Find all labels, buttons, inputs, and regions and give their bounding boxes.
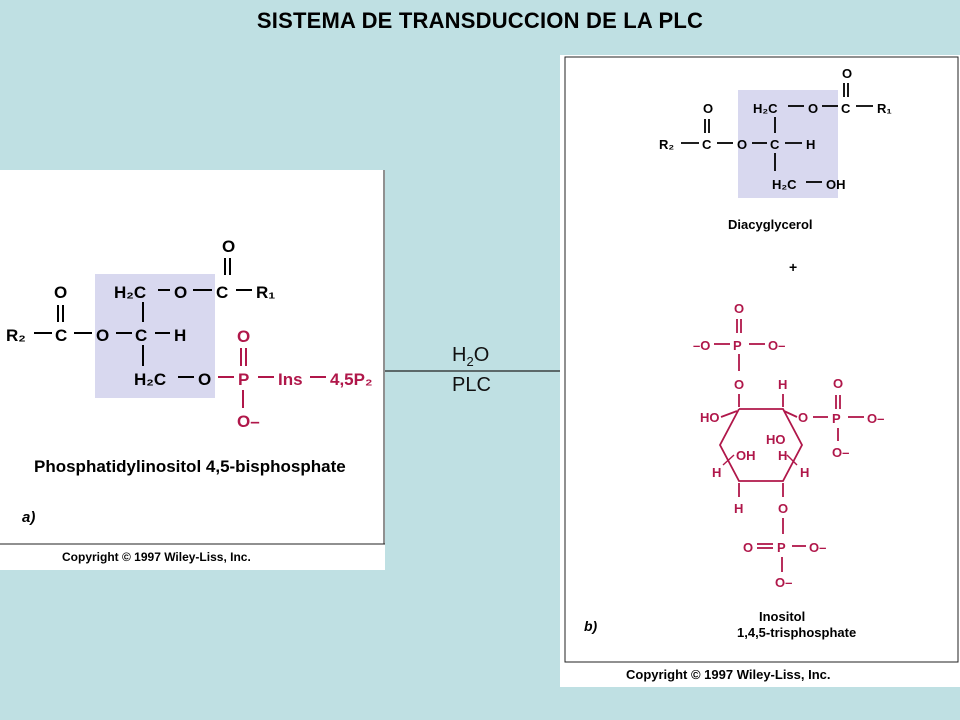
plus-sign: + xyxy=(789,259,797,275)
atom-h: H xyxy=(800,465,809,480)
atom-c: C xyxy=(702,137,712,152)
atom-o: O xyxy=(734,377,744,392)
bond-line xyxy=(722,454,735,466)
atom-o-minus: O– xyxy=(775,575,792,590)
atom-o-minus: O– xyxy=(809,540,826,555)
atom-o: O xyxy=(743,540,753,555)
compound-name-ip3-line1: Inositol xyxy=(759,609,805,624)
bond-line xyxy=(786,454,798,466)
reagent-h: H xyxy=(452,344,467,366)
atom-p: P xyxy=(733,338,742,353)
atom-h: H xyxy=(734,501,743,516)
atom-oh: OH xyxy=(826,177,846,192)
atom-r1: R₁ xyxy=(256,283,275,302)
atom-h: H xyxy=(174,326,186,345)
atom-o: O xyxy=(96,326,109,345)
atom-o: O xyxy=(198,370,211,389)
reagent-o: O xyxy=(473,344,490,366)
atom-ho: HO xyxy=(766,432,786,447)
atom-h: H xyxy=(778,377,787,392)
shape xyxy=(718,408,804,482)
atom-p: P xyxy=(238,370,249,389)
atom-o: O xyxy=(174,283,187,302)
shape xyxy=(564,56,959,663)
copyright-b: Copyright © 1997 Wiley-Liss, Inc. xyxy=(626,667,831,682)
atom-h2c: H₂C xyxy=(772,177,797,192)
atom-h: H xyxy=(806,137,815,152)
enzyme-label: PLC xyxy=(452,374,491,396)
atom-h2c: H₂C xyxy=(753,101,778,116)
compound-name-dag: Diacyglycerol xyxy=(728,217,813,232)
atom-o: O xyxy=(778,501,788,516)
atom-o: O xyxy=(842,66,852,81)
panel-a-label: a) xyxy=(22,509,35,526)
compound-name-ip3-line2: 1,4,5-trisphosphate xyxy=(737,625,856,640)
atom-c: C xyxy=(216,283,228,302)
atom-o-minus: O– xyxy=(237,412,260,431)
atom-ins: Ins xyxy=(278,370,303,389)
atom-c: C xyxy=(55,326,67,345)
atom-h: H xyxy=(712,465,721,480)
glycerol-highlight xyxy=(738,90,838,198)
atom-c: C xyxy=(770,137,780,152)
ip3-structure: O –O P O– O H HO O P O O– xyxy=(693,301,884,590)
atom-o: O xyxy=(222,237,235,256)
atom-o: O xyxy=(734,301,744,316)
pip2-structure: O H₂C O C R₁ O R₂ C O C H H₂C O O xyxy=(0,170,385,545)
panel-b-label: b) xyxy=(584,618,598,634)
atom-h2c: H₂C xyxy=(114,283,146,302)
reaction-reagent: H2O xyxy=(452,344,489,369)
atom-o: O xyxy=(798,410,808,425)
atom-r2: R₂ xyxy=(659,137,674,152)
atom-ho: HO xyxy=(700,410,720,425)
panel-a-pip2: O H₂C O C R₁ O R₂ C O C H H₂C O O xyxy=(0,170,385,570)
atom-o: O xyxy=(808,101,818,116)
atom-h: H xyxy=(778,448,787,463)
atom-o-minus: O– xyxy=(867,411,884,426)
atom-45p2: 4,5P₂ xyxy=(330,370,373,389)
atom-o-minus: O– xyxy=(768,338,785,353)
atom-o-minus: –O xyxy=(693,338,710,353)
atom-r1: R₁ xyxy=(877,101,892,116)
glycerol-highlight xyxy=(95,274,215,398)
atom-p: P xyxy=(777,540,786,555)
copyright-a: Copyright © 1997 Wiley-Liss, Inc. xyxy=(62,550,251,564)
products-structure: O H₂C O C R₁ O R₂ C O C H H₂C OH Diacygl… xyxy=(564,56,959,663)
compound-name-pip2: Phosphatidylinositol 4,5-bisphosphate xyxy=(34,457,346,476)
atom-o: O xyxy=(703,101,713,116)
atom-o-minus: O– xyxy=(832,445,849,460)
atom-c: C xyxy=(841,101,851,116)
atom-h2c: H₂C xyxy=(134,370,166,389)
bond-line xyxy=(783,410,798,418)
reagent-subscript: 2 xyxy=(466,354,474,369)
bond-line xyxy=(720,410,738,418)
atom-o: O xyxy=(737,137,747,152)
atom-oh: OH xyxy=(736,448,756,463)
atom-c: C xyxy=(135,326,147,345)
atom-p: P xyxy=(832,411,841,426)
atom-o-phosphate: O xyxy=(237,327,250,346)
atom-o: O xyxy=(833,376,843,391)
page-title: SISTEMA DE TRANSDUCCION DE LA PLC xyxy=(256,8,704,33)
atom-r2: R₂ xyxy=(6,326,26,345)
atom-o: O xyxy=(54,283,67,302)
panel-b-products: O H₂C O C R₁ O R₂ C O C H H₂C OH Diacygl… xyxy=(560,55,960,687)
